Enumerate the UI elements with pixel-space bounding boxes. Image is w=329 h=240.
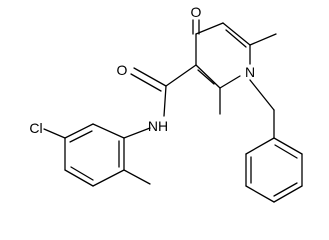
bond-a3-cl	[43, 128, 66, 139]
bond-c5-c6	[222, 22, 251, 46]
bond-n1-c2	[219, 75, 241, 89]
bond-nh-aryl	[123, 127, 151, 139]
bond-c4-c5	[195, 22, 224, 35]
bond-camide-nh	[163, 85, 167, 117]
bond-b3-b4-double	[273, 182, 298, 197]
bond-a6-methyl	[123, 169, 151, 185]
bond-n1-ch2	[249, 79, 275, 111]
bond-c6-methyl	[249, 33, 277, 46]
bond-a5-a6	[92, 169, 125, 187]
bond-a4-a5-double	[70, 166, 94, 181]
bond-c3-camide	[165, 64, 197, 87]
bond-b3-b4	[273, 185, 303, 203]
bond-a2-a3	[64, 123, 94, 139]
bond-layer	[43, 19, 303, 203]
bond-a1-a2	[92, 123, 125, 139]
bond-camide-o	[133, 67, 167, 87]
bond-camide-o-double	[130, 73, 162, 92]
atom-chlorine: Cl	[29, 120, 42, 136]
atom-nitrogen-ring: N	[245, 64, 255, 80]
bond-b6-b1	[245, 137, 275, 155]
atom-oxygen-amide: O	[117, 62, 128, 78]
atom-amide-nh: NH	[148, 118, 168, 134]
bond-c2-c3	[195, 64, 221, 89]
structure-canvas: O O N NH Cl	[29, 4, 303, 203]
bond-c5-c6-double	[225, 29, 247, 48]
bond-c2-c3-double	[197, 69, 215, 85]
bond-a4-a5	[64, 169, 94, 187]
bond-b1-b2	[273, 137, 303, 155]
bond-a2-a3-double	[69, 130, 93, 143]
atom-label-layer: O O N NH Cl	[29, 4, 255, 136]
bond-b4-b5	[245, 185, 275, 203]
bond-b1-b2-double	[274, 144, 298, 159]
atom-oxygen-ketone: O	[191, 4, 202, 20]
